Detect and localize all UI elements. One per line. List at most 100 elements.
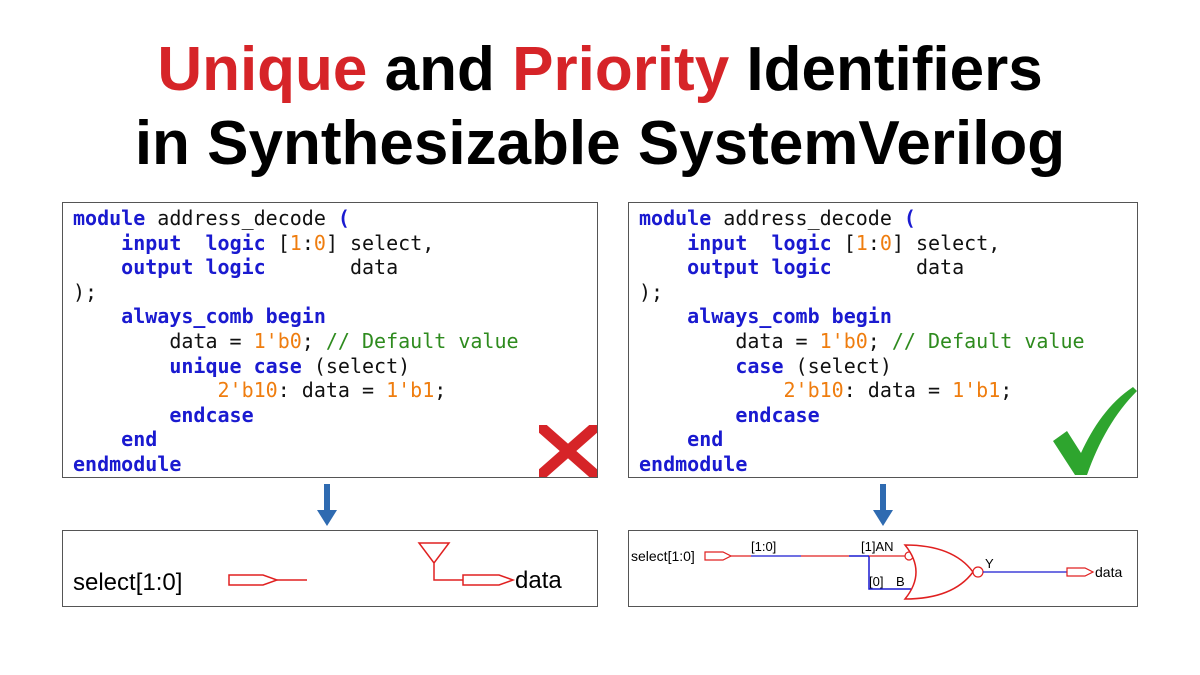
inversion-bubble-out — [972, 566, 984, 578]
code-token: end — [121, 427, 158, 452]
code-token: output — [121, 255, 194, 280]
code-token: ); — [73, 279, 98, 304]
down-arrow-left-icon — [317, 484, 337, 526]
code-token: always_comb — [121, 304, 254, 329]
code-token: // Default value — [891, 328, 1085, 353]
code-token: 1 — [855, 230, 868, 255]
code-token — [73, 427, 121, 451]
code-token: case — [253, 353, 302, 378]
code-token: logic — [771, 255, 832, 280]
circuit-output-label: data — [1095, 564, 1123, 580]
select-split-wire — [849, 555, 911, 590]
code-token: endcase — [169, 402, 254, 427]
circuit-input-label: select[1:0] — [73, 569, 183, 596]
code-token — [193, 255, 205, 279]
code-token — [73, 231, 121, 255]
code-token: (select) — [783, 353, 892, 378]
code-token: 1 — [289, 230, 302, 255]
circuit-schematic — [704, 544, 1095, 600]
code-token: : data = — [277, 378, 387, 403]
code-token: input — [687, 230, 748, 255]
code-token: (select) — [301, 353, 411, 378]
check-icon — [1053, 387, 1137, 475]
code-token — [73, 304, 121, 328]
code-token: 1'b0 — [819, 328, 868, 353]
code-token: begin — [265, 304, 326, 329]
code-token: ] select, — [325, 230, 435, 255]
code-token: ; — [434, 378, 447, 403]
code-token: module — [639, 206, 712, 230]
code-panel-unique: module address_decode ( input logic [1:0… — [62, 202, 598, 478]
title-word-and: and — [367, 35, 513, 104]
title-line-1: Unique and Priority Identifiers — [0, 34, 1200, 106]
code-token: : — [867, 230, 880, 255]
gate-pin-b-label: [0] — [869, 574, 884, 589]
input-port-icon — [704, 551, 733, 561]
code-token: [ — [265, 230, 290, 255]
circuit-output-label: data — [515, 567, 562, 594]
code-token: logic — [205, 230, 266, 255]
code-token — [639, 403, 735, 427]
code-token: unique — [169, 353, 242, 378]
circuit-input-label: select[1:0] — [631, 548, 695, 564]
code-token: output — [687, 255, 760, 280]
circuit-schematic — [228, 542, 516, 586]
input-port-icon — [228, 574, 280, 586]
title-line-2: in Synthesizable SystemVerilog — [134, 109, 1066, 178]
code-token — [242, 354, 254, 378]
code-token: 0 — [879, 230, 892, 255]
code-token: data = — [73, 328, 254, 353]
code-token — [73, 354, 169, 378]
circuit-panel-priority: select[1:0] [1:0] [1]AN [0] B Y data — [628, 530, 1138, 607]
code-block-unique: module address_decode ( input logic [1:0… — [63, 203, 597, 477]
code-panel-priority: module address_decode ( input logic [1:0… — [628, 202, 1138, 478]
down-arrow-right-icon — [873, 484, 893, 526]
code-token — [747, 231, 771, 255]
code-token: logic — [771, 230, 832, 255]
code-token: 1'b1 — [386, 378, 435, 403]
code-token: ( — [337, 206, 350, 230]
code-token: endmodule — [73, 451, 182, 476]
circuit-panel-unique: select[1:0] data — [62, 530, 598, 607]
code-token: ( — [903, 206, 916, 230]
code-token: 0 — [313, 230, 326, 255]
code-token — [254, 304, 266, 328]
bus-label: [1:0] — [751, 539, 777, 554]
code-token — [820, 304, 832, 328]
code-token: end — [687, 427, 724, 452]
output-port-icon — [462, 574, 516, 586]
nor-gate-icon — [903, 544, 974, 600]
code-token: address_decode — [711, 206, 904, 230]
code-token — [759, 255, 771, 279]
code-token: 2'b10 — [217, 378, 278, 403]
code-token: 1'b0 — [253, 328, 302, 353]
code-token: endcase — [735, 402, 820, 427]
code-token: case — [735, 353, 784, 378]
code-token: [ — [831, 230, 856, 255]
code-token — [639, 427, 687, 451]
code-token — [639, 378, 784, 402]
code-token: ; — [867, 328, 892, 353]
code-token: begin — [831, 304, 892, 329]
code-token: : — [301, 230, 314, 255]
code-token: address_decode — [145, 206, 338, 230]
code-token — [639, 354, 735, 378]
code-token — [73, 403, 169, 427]
output-port-icon — [1066, 567, 1095, 577]
code-token: data — [265, 255, 399, 280]
code-token: 1'b1 — [952, 378, 1001, 403]
code-token: data — [831, 255, 965, 280]
code-token: : data = — [843, 378, 953, 403]
gate-pin-a-label: [1]AN — [861, 539, 894, 554]
code-token: endmodule — [639, 451, 748, 476]
code-token — [639, 231, 687, 255]
code-token — [181, 231, 205, 255]
code-token: logic — [205, 255, 266, 280]
gate-pin-b-name: B — [896, 574, 905, 589]
code-block-priority: module address_decode ( input logic [1:0… — [629, 203, 1137, 477]
title-word-identifiers: Identifiers — [729, 35, 1043, 104]
code-token: module — [73, 206, 146, 230]
title-word-unique: Unique — [157, 35, 368, 104]
code-token: ] select, — [891, 230, 1001, 255]
cross-icon — [539, 425, 597, 477]
